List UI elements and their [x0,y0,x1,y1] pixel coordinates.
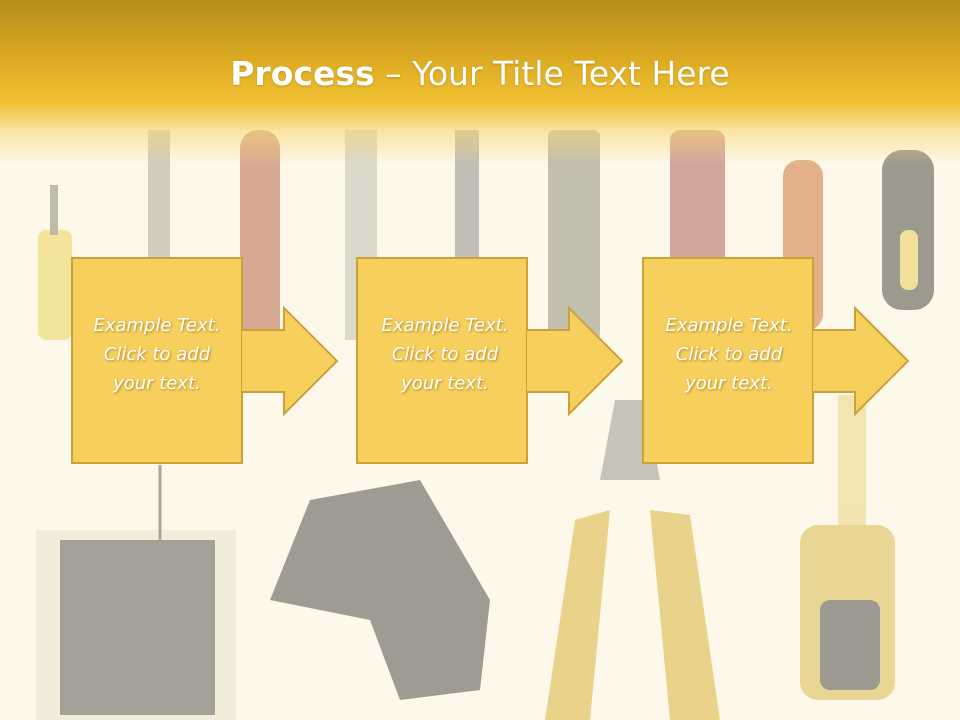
title-bold-text: Process [230,54,375,93]
step-3-line-2: Click to add [675,344,783,365]
step-3-line-1: Example Text. [665,315,793,336]
step-2-text[interactable]: Example Text. Click to add your text. [359,311,531,398]
step-1-arrow-icon [242,306,339,416]
step-2-line-2: Click to add [391,344,499,365]
title-banner [0,0,960,165]
slide-title[interactable]: Process – Your Title Text Here [0,54,960,93]
hammer-handle-icon [670,130,725,270]
soldering-gun-icon [270,480,490,700]
step-1-line-1: Example Text. [93,315,221,336]
step-3-arrow-joint [813,331,819,391]
step-2-line-1: Example Text. [381,315,509,336]
step-3-box[interactable] [642,257,814,464]
step-1-line-3: your text. [113,373,201,394]
cable-spool-icon [36,465,236,720]
step-2-arrow-icon [527,306,624,416]
step-1-box[interactable] [71,257,243,464]
step-1-line-2: Click to add [103,344,211,365]
step-3-arrow-icon [813,306,910,416]
step-3-line-3: your text. [685,373,773,394]
brush-handle-icon [240,130,280,350]
screwdriver-left-icon [38,185,72,340]
step-2-line-3: your text. [401,373,489,394]
step-1-arrow-joint [242,331,248,391]
tape-measure-icon [800,395,895,700]
step-2-arrow-joint [527,331,533,391]
step-3-text[interactable]: Example Text. Click to add your text. [643,311,815,398]
step-1-text[interactable]: Example Text. Click to add your text. [71,311,243,398]
title-rest-text: – Your Title Text Here [374,54,730,93]
screwdriver-dark-icon [882,150,934,310]
